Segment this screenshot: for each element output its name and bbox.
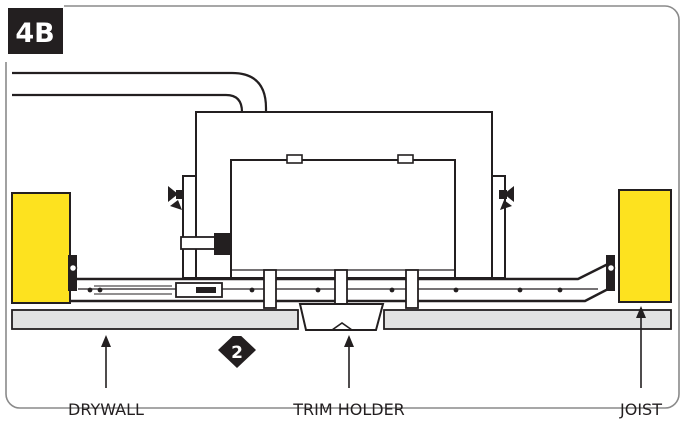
joist-right xyxy=(618,189,672,303)
support-clips xyxy=(263,269,419,309)
junction-tab-right xyxy=(397,154,414,164)
wing-nut-left xyxy=(168,186,184,210)
arrow-joist xyxy=(636,306,646,388)
junction-tab-left xyxy=(286,154,303,164)
joist-left xyxy=(11,192,71,304)
hanger-bar-rivets xyxy=(87,287,563,293)
joist-bracket-right xyxy=(606,255,616,291)
label-trim-holder: TRIM HOLDER xyxy=(292,400,405,419)
junction-box xyxy=(230,154,456,279)
wing-nut-right xyxy=(499,186,514,210)
label-drywall: DRYWALL xyxy=(68,400,144,419)
label-joist: JOIST xyxy=(619,400,662,419)
hanger-bar-slot xyxy=(94,282,223,298)
drywall xyxy=(11,309,672,330)
step-number: 2 xyxy=(231,343,243,363)
arrow-drywall xyxy=(101,335,111,388)
trim-holder xyxy=(298,303,385,331)
cable-clamp xyxy=(180,233,231,255)
joist-bracket-left xyxy=(68,255,78,291)
figure-label: 4B xyxy=(15,18,54,49)
step-marker: 2 xyxy=(218,331,256,368)
figure-badge: 4B xyxy=(4,4,64,62)
arrow-trim-holder xyxy=(344,335,354,388)
